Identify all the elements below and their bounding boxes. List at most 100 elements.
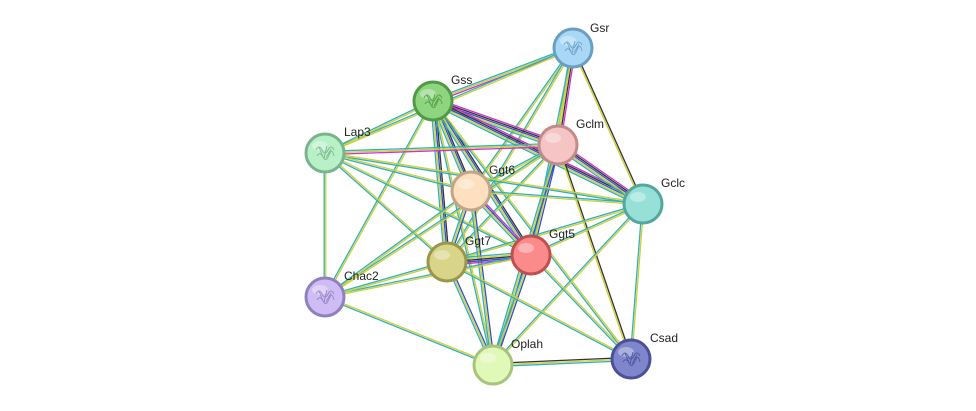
- protein-structure-icon: [563, 40, 583, 56]
- edge-lap3-ggt5[interactable]: [324, 151, 532, 257]
- edge-evidence-line: [324, 142, 558, 153]
- edge-gclm-chac2[interactable]: [324, 143, 559, 299]
- edge-evidence-line: [324, 189, 471, 297]
- edge-evidence-line: [629, 203, 643, 359]
- edge-evidence-line: [325, 151, 532, 255]
- edge-ggt7-chac2[interactable]: [324, 260, 448, 299]
- node-label: Lap3: [344, 125, 371, 139]
- edge-gss-chac2[interactable]: [323, 100, 435, 298]
- edge-evidence-line: [433, 97, 560, 143]
- edge-evidence-line: [432, 100, 644, 205]
- edges-layer: [323, 45, 646, 368]
- edge-gclc-ggt5[interactable]: [530, 202, 644, 257]
- edge-gclm-csad[interactable]: [556, 144, 633, 360]
- node-label: Oplah: [511, 337, 543, 351]
- edge-evidence-line: [323, 100, 433, 297]
- edge-evidence-line: [446, 262, 631, 361]
- node-label: Gss: [451, 73, 472, 87]
- node-highlight: [630, 192, 646, 202]
- edge-gclm-ggt7[interactable]: [445, 144, 560, 263]
- edge-chac2-oplah[interactable]: [324, 295, 494, 367]
- edge-gss-oplah[interactable]: [431, 100, 495, 366]
- edge-gsr-ggt7[interactable]: [445, 47, 575, 263]
- edge-evidence-line: [556, 145, 631, 360]
- node-label: Ggt7: [465, 234, 491, 248]
- edge-evidence-line: [531, 253, 633, 359]
- edge-evidence-line: [325, 255, 532, 299]
- edge-gclc-csad[interactable]: [629, 203, 645, 360]
- edge-lap3-ggt7[interactable]: [324, 151, 448, 264]
- node-highlight: [434, 250, 450, 260]
- node-circle[interactable]: [472, 344, 514, 386]
- node-circle[interactable]: [537, 124, 579, 166]
- node-gclm[interactable]: Gclm: [537, 117, 604, 166]
- node-circle[interactable]: [450, 170, 492, 212]
- node-highlight: [518, 243, 534, 253]
- node-label: Ggt6: [489, 163, 515, 177]
- edge-evidence-line: [491, 203, 643, 365]
- edge-evidence-line: [573, 47, 645, 204]
- edge-gsr-gclc[interactable]: [571, 47, 645, 205]
- edge-evidence-line: [492, 356, 631, 365]
- edge-evidence-line: [432, 101, 643, 207]
- edge-lap3-chac2[interactable]: [323, 153, 327, 297]
- edge-evidence-line: [445, 144, 558, 262]
- edge-evidence-line: [432, 45, 573, 101]
- node-gclc[interactable]: Gclc: [622, 176, 685, 225]
- node-highlight: [560, 36, 576, 46]
- protein-structure-icon: [315, 145, 335, 161]
- edge-evidence-line: [558, 144, 633, 359]
- edge-gclc-oplah[interactable]: [491, 203, 645, 366]
- edge-oplah-csad[interactable]: [492, 356, 632, 368]
- edge-evidence-line: [325, 101, 435, 298]
- node-highlight: [420, 89, 436, 99]
- edge-evidence-line: [471, 190, 496, 365]
- edge-evidence-line: [325, 262, 448, 299]
- node-highlight: [545, 133, 561, 143]
- node-csad[interactable]: Csad: [610, 331, 678, 380]
- node-circle[interactable]: [426, 241, 468, 283]
- edge-evidence-line: [571, 48, 643, 205]
- node-chac2[interactable]: Chac2: [304, 269, 379, 318]
- edge-evidence-line: [324, 297, 493, 367]
- node-gsr[interactable]: Gsr: [552, 21, 609, 69]
- edge-evidence-line: [325, 145, 559, 299]
- protein-structure-icon: [423, 93, 443, 109]
- node-oplah[interactable]: Oplah: [472, 337, 543, 386]
- edge-evidence-line: [324, 153, 531, 257]
- edge-evidence-line: [445, 47, 573, 262]
- node-ggt6[interactable]: Ggt6: [450, 163, 515, 212]
- edge-evidence-line: [447, 145, 560, 263]
- edge-evidence-line: [433, 100, 449, 262]
- protein-structure-icon: [315, 289, 335, 305]
- edge-evidence-line: [324, 253, 531, 297]
- node-gss[interactable]: Gss: [412, 73, 472, 122]
- node-ggt7[interactable]: Ggt7: [426, 234, 491, 283]
- edge-evidence-line: [325, 191, 472, 299]
- edge-ggt7-csad[interactable]: [446, 260, 632, 361]
- edge-evidence-line: [433, 100, 495, 365]
- edge-evidence-line: [529, 255, 631, 361]
- edge-ggt5-csad[interactable]: [529, 253, 633, 361]
- edge-ggt5-chac2[interactable]: [324, 253, 532, 299]
- edge-ggt6-chac2[interactable]: [324, 189, 472, 299]
- node-lap3[interactable]: Lap3: [304, 125, 371, 174]
- edge-evidence-line: [447, 260, 632, 359]
- edge-evidence-line: [324, 260, 447, 297]
- edge-lap3-ggt6[interactable]: [324, 151, 472, 193]
- edge-gsr-ggt6[interactable]: [469, 47, 575, 192]
- node-ggt5[interactable]: Ggt5: [510, 227, 575, 276]
- edge-evidence-line: [433, 98, 559, 145]
- node-label: Csad: [650, 331, 678, 345]
- node-circle[interactable]: [510, 234, 552, 276]
- edge-evidence-line: [324, 153, 471, 193]
- edge-gclc-ggt6[interactable]: [470, 189, 644, 206]
- node-highlight: [312, 141, 328, 151]
- node-circle[interactable]: [622, 183, 664, 225]
- edge-gclm-lap3[interactable]: [324, 142, 559, 156]
- edge-evidence-line: [446, 202, 643, 262]
- edge-evidence-line: [493, 204, 645, 366]
- edge-evidence-line: [469, 47, 573, 191]
